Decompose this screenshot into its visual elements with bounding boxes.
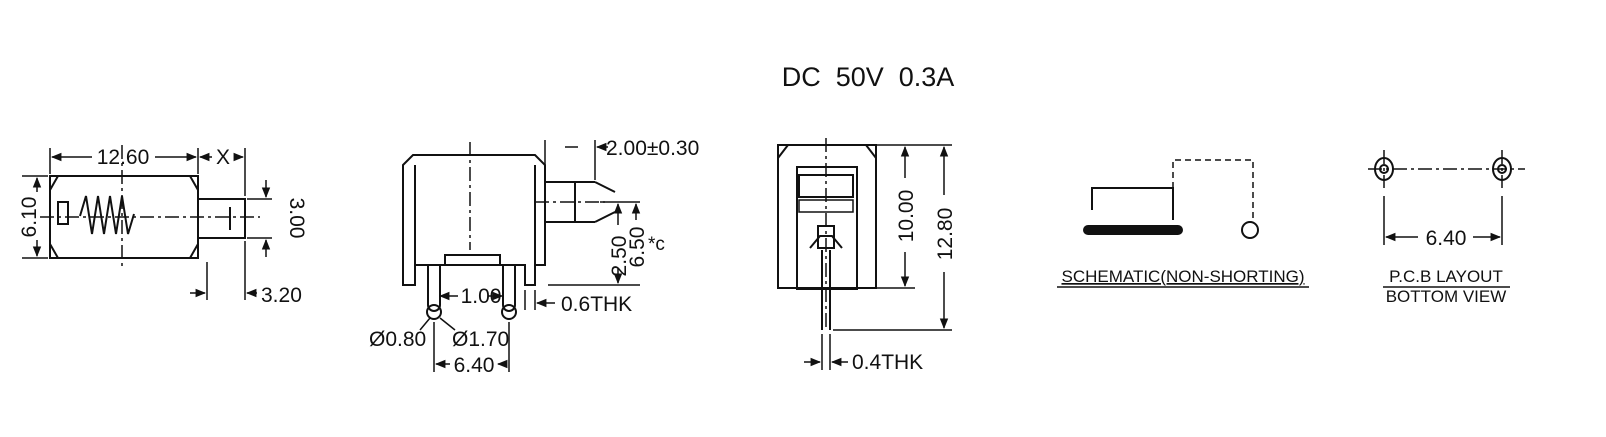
length-dimension: 12.60 — [97, 146, 150, 169]
center-height-note: *c — [648, 234, 665, 255]
schematic-symbol: SCHEMATIC(NON-SHORTING) — [1057, 159, 1309, 288]
plunger-projection-dimension: 2.00±0.30 — [606, 137, 699, 160]
body-height-dimension: 10.00 — [895, 190, 918, 243]
front-view: 2.00±0.30 2.50 6.50 *c 1.00 0.6THK Ø0.80… — [369, 137, 699, 377]
pcb-layout: 6.40 P.C.B LAYOUT BOTTOM VIEW — [1368, 150, 1525, 306]
center-height-dimension: 6.50 — [626, 227, 649, 268]
side-view: 12.60 X 6.10 3.00 3.20 — [18, 145, 308, 307]
pin-thickness-dimension-end: 0.4THK — [852, 351, 923, 374]
total-height-dimension: 12.80 — [934, 208, 957, 261]
small-hole-dimension: Ø0.80 — [369, 328, 426, 351]
schematic-caption: SCHEMATIC(NON-SHORTING) — [1061, 267, 1304, 286]
plunger-height-dimension: 2.50 — [608, 236, 631, 277]
plunger-diameter-dimension: 3.00 — [285, 198, 308, 239]
plunger-length-dimension: 3.20 — [261, 284, 302, 307]
stroke-dimension: X — [216, 146, 230, 169]
pin-pitch-dimension: 1.00 — [461, 285, 502, 308]
pin-thickness-dimension: 0.6THK — [561, 293, 632, 316]
pin-span-dimension: 6.40 — [454, 354, 495, 377]
pcb-caption-line2: BOTTOM VIEW — [1386, 287, 1507, 306]
rating-title: DC 50V 0.3A — [782, 62, 955, 92]
pcb-span-dimension: 6.40 — [1426, 227, 1467, 250]
large-hole-dimension: Ø1.70 — [452, 328, 509, 351]
pcb-caption-line1: P.C.B LAYOUT — [1389, 267, 1503, 286]
height-dimension: 6.10 — [18, 197, 41, 238]
end-view: 10.00 12.80 0.4THK — [777, 138, 957, 374]
